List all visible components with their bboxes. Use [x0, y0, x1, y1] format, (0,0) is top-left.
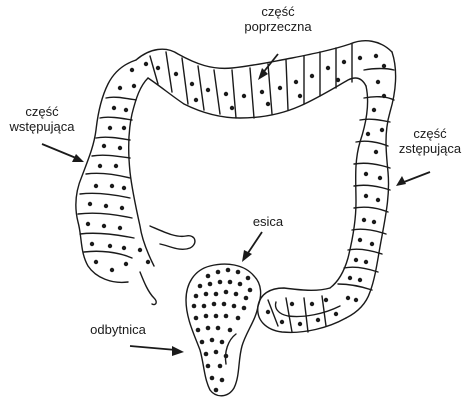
- descending-colon-folds: [338, 69, 394, 291]
- transverse-colon-outline-bottom: [148, 78, 366, 118]
- cecum-hook: [150, 226, 195, 249]
- arrow-sigmoid: [242, 232, 262, 262]
- label-ascending-line1: część: [0, 104, 84, 119]
- label-descending-line2: zstępująca: [392, 141, 468, 156]
- label-sigmoid-text: esica: [238, 214, 298, 229]
- sigmoid-colon-inner: [276, 302, 341, 317]
- label-descending-colon: część zstępująca: [392, 126, 468, 156]
- arrow-ascending: [42, 144, 84, 162]
- label-rectum: odbytnica: [78, 322, 158, 337]
- label-ascending-colon: część wstępująca: [0, 104, 84, 134]
- descending-colon-outline-inner: [330, 86, 368, 288]
- transverse-colon-outline-top: [136, 41, 392, 69]
- label-rectum-text: odbytnica: [78, 322, 158, 337]
- label-ascending-line2: wstępująca: [0, 119, 84, 134]
- label-transverse-line2: poprzeczna: [218, 19, 338, 34]
- ascending-colon-folds: [78, 97, 136, 258]
- label-descending-line1: część: [392, 126, 468, 141]
- rectum-inner-fold: [225, 334, 236, 364]
- label-transverse-colon: część poprzeczna: [218, 4, 338, 34]
- mucosa-dots: [86, 54, 386, 393]
- arrow-rectum: [130, 346, 184, 356]
- arrow-descending: [396, 172, 430, 186]
- label-sigmoid-colon: esica: [238, 214, 298, 229]
- label-transverse-line1: część: [218, 4, 338, 19]
- ascending-colon-outline: [76, 60, 136, 282]
- sigmoid-colon-outline: [258, 288, 346, 332]
- cecum-tail: [140, 272, 156, 305]
- arrow-transverse: [258, 54, 278, 80]
